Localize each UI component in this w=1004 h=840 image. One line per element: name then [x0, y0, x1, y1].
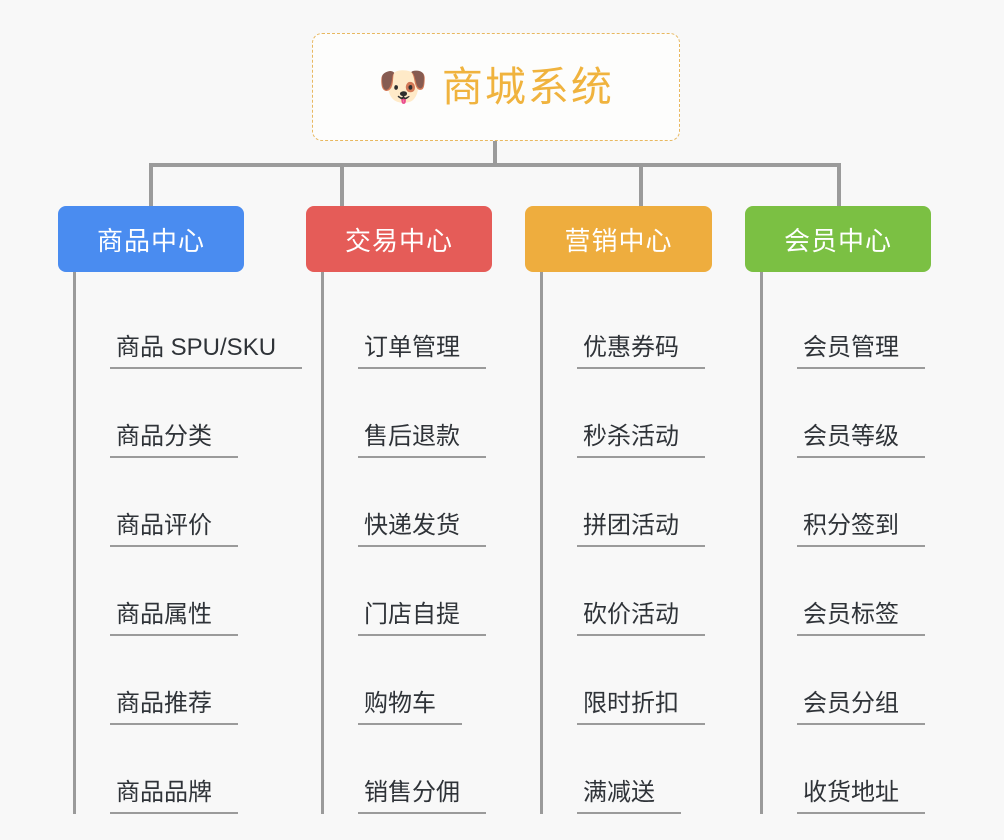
list-item-label: 快递发货	[358, 512, 486, 547]
category-label: 会员中心	[783, 225, 892, 256]
list-item[interactable]: 售后退款	[324, 369, 492, 458]
root-node[interactable]: 🐶 商城系统	[312, 33, 680, 141]
list-item-label: 积分签到	[797, 512, 925, 547]
list-item-label: 商品属性	[110, 601, 238, 636]
list-item[interactable]: 销售分佣	[324, 725, 492, 814]
category-box-marketing[interactable]: 营销中心	[525, 206, 712, 272]
branch-column-trade: 交易中心 订单管理 售后退款 快递发货 门店自提 购物车 销售分佣	[306, 206, 492, 814]
list-item[interactable]: 砍价活动	[543, 547, 712, 636]
list-item-label: 商品评价	[110, 512, 238, 547]
branch-spine-trade: 订单管理 售后退款 快递发货 门店自提 购物车 销售分佣	[321, 272, 492, 814]
list-item-label: 会员标签	[797, 601, 925, 636]
branch-drop-connector-4	[837, 163, 841, 208]
branch-drop-connector-3	[639, 163, 643, 208]
branch-column-marketing: 营销中心 优惠券码 秒杀活动 拼团活动 砍价活动 限时折扣 满减送	[525, 206, 712, 814]
list-item[interactable]: 会员管理	[763, 280, 931, 369]
list-item-label: 限时折扣	[577, 690, 705, 725]
list-item-label: 门店自提	[358, 601, 486, 636]
list-item-label: 商品推荐	[110, 690, 238, 725]
list-item-label: 满减送	[577, 779, 681, 814]
list-item[interactable]: 会员等级	[763, 369, 931, 458]
root-title: 商城系统	[441, 63, 614, 110]
list-item[interactable]: 订单管理	[324, 280, 492, 369]
list-item-label: 会员等级	[797, 423, 925, 458]
list-item-label: 购物车	[358, 690, 462, 725]
list-item[interactable]: 秒杀活动	[543, 369, 712, 458]
branch-column-member: 会员中心 会员管理 会员等级 积分签到 会员标签 会员分组 收货地址	[745, 206, 931, 814]
list-item-label: 会员管理	[797, 334, 925, 369]
list-item[interactable]: 拼团活动	[543, 458, 712, 547]
list-item-label: 收货地址	[797, 779, 925, 814]
root-stem-connector	[493, 141, 497, 167]
category-box-product[interactable]: 商品中心	[58, 206, 244, 272]
horizontal-bus-connector	[149, 163, 841, 167]
list-item[interactable]: 商品评价	[76, 458, 302, 547]
branch-spine-product: 商品 SPU/SKU 商品分类 商品评价 商品属性 商品推荐 商品品牌	[73, 272, 303, 814]
category-label: 商品中心	[96, 225, 205, 256]
list-item[interactable]: 商品分类	[76, 369, 302, 458]
list-item[interactable]: 限时折扣	[543, 636, 712, 725]
list-item-label: 秒杀活动	[577, 423, 705, 458]
list-item[interactable]: 快递发货	[324, 458, 492, 547]
category-label: 交易中心	[344, 225, 453, 256]
list-item[interactable]: 商品属性	[76, 547, 302, 636]
list-item-label: 订单管理	[358, 334, 486, 369]
branch-drop-connector-2	[340, 163, 344, 208]
list-item[interactable]: 购物车	[324, 636, 492, 725]
category-box-member[interactable]: 会员中心	[745, 206, 931, 272]
list-item[interactable]: 门店自提	[324, 547, 492, 636]
list-item[interactable]: 满减送	[543, 725, 712, 814]
list-item[interactable]: 会员标签	[763, 547, 931, 636]
list-item[interactable]: 会员分组	[763, 636, 931, 725]
list-item[interactable]: 商品推荐	[76, 636, 302, 725]
list-item[interactable]: 积分签到	[763, 458, 931, 547]
list-item-label: 优惠券码	[577, 334, 705, 369]
branch-spine-member: 会员管理 会员等级 积分签到 会员标签 会员分组 收货地址	[760, 272, 931, 814]
branch-drop-connector-1	[149, 163, 153, 208]
list-item-label: 会员分组	[797, 690, 925, 725]
list-item-label: 商品 SPU/SKU	[110, 334, 303, 369]
list-item-label: 商品品牌	[110, 779, 238, 814]
list-item[interactable]: 商品品牌	[76, 725, 302, 814]
category-label: 营销中心	[564, 225, 673, 256]
branch-column-product: 商品中心 商品 SPU/SKU 商品分类 商品评价 商品属性 商品推荐 商品品牌	[58, 206, 303, 814]
list-item-label: 拼团活动	[577, 512, 705, 547]
category-box-trade[interactable]: 交易中心	[306, 206, 492, 272]
list-item-label: 售后退款	[358, 423, 486, 458]
branch-spine-marketing: 优惠券码 秒杀活动 拼团活动 砍价活动 限时折扣 满减送	[540, 272, 712, 814]
list-item[interactable]: 优惠券码	[543, 280, 712, 369]
list-item-label: 销售分佣	[358, 779, 486, 814]
shiba-dog-face-icon: 🐶	[378, 65, 428, 109]
list-item-label: 砍价活动	[577, 601, 705, 636]
list-item[interactable]: 收货地址	[763, 725, 931, 814]
list-item-label: 商品分类	[110, 423, 238, 458]
list-item[interactable]: 商品 SPU/SKU	[76, 280, 303, 369]
